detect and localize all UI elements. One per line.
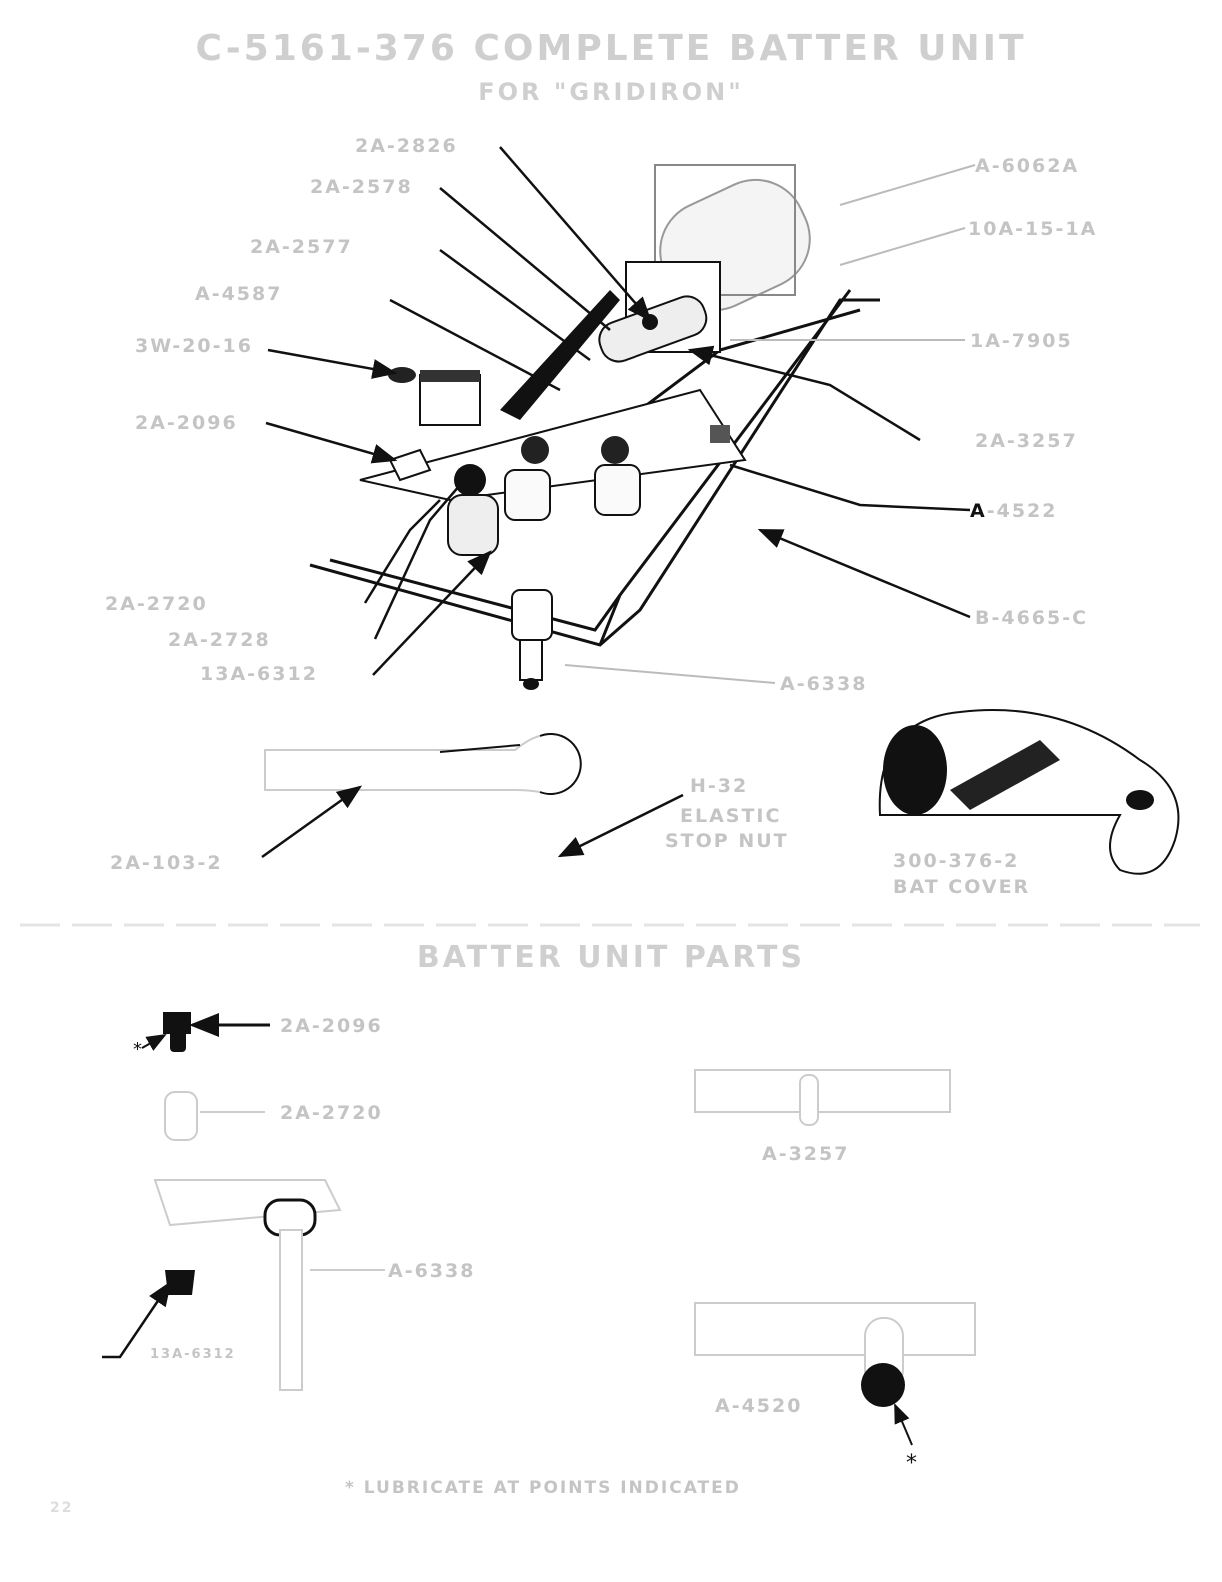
part-label-a-4520: A-4520 — [715, 1395, 803, 1417]
part-bolt: * — [133, 1012, 270, 1060]
label-a-4587: A-4587 — [195, 283, 283, 305]
diagram-subtitle: FOR "GRIDIRON" — [478, 78, 744, 106]
label-2a-3257: 2A-3257 — [975, 430, 1078, 452]
leader-lines — [265, 146, 971, 676]
label-a-4522: A-4522 — [970, 500, 1058, 522]
label-nut-3: STOP NUT — [665, 830, 789, 852]
label-2a-2577: 2A-2577 — [250, 236, 353, 258]
lubrication-asterisk-icon: * — [906, 1451, 917, 1476]
bat-arrow — [261, 785, 363, 859]
bat — [264, 733, 582, 795]
page-number: 22 — [50, 1500, 74, 1516]
shaft — [511, 589, 553, 690]
label-2a-2578: 2A-2578 — [310, 176, 413, 198]
label-13a-6312: 13A-6312 — [200, 663, 318, 685]
nut-arrow — [557, 793, 684, 858]
left-bracket — [388, 367, 481, 426]
faint-leader-lines — [564, 164, 976, 684]
diagram-title: C-5161-376 COMPLETE BATTER UNIT — [195, 28, 1027, 69]
label-suffix: -4522 — [986, 500, 1058, 522]
part-label-13a-6312: 13A-6312 — [150, 1347, 236, 1362]
label-2a-2096: 2A-2096 — [135, 412, 238, 434]
label-cover-1: 300-376-2 — [893, 850, 1020, 872]
label-2a-2728: 2A-2728 — [168, 629, 271, 651]
label-3w-20-16: 3W-20-16 — [135, 335, 253, 357]
label-cover-2: BAT COVER — [893, 876, 1031, 898]
label-1a-7905: 1A-7905 — [970, 330, 1073, 352]
link-arm — [500, 290, 620, 420]
plunger-pin — [642, 314, 658, 330]
label-a-6062a: A-6062A — [975, 155, 1080, 177]
part-label-2a-2096: 2A-2096 — [280, 1015, 383, 1037]
part-bushing — [164, 1091, 265, 1141]
bat-cover — [878, 709, 1180, 875]
bat-plate — [359, 388, 747, 502]
label-10a-15-1a: 10A-15-1A — [968, 218, 1098, 240]
label-a-6338: A-6338 — [780, 673, 868, 695]
part-plate-with-shaft — [153, 1179, 385, 1391]
label-nut-2: ELASTIC — [680, 805, 782, 827]
label-2a-2826: 2A-2826 — [355, 135, 458, 157]
label-2a-2720: 2A-2720 — [105, 593, 208, 615]
lubrication-asterisk-icon: * — [133, 1039, 142, 1060]
part-label-a-6338: A-6338 — [388, 1260, 476, 1282]
part-arm-plate: * — [694, 1302, 976, 1476]
label-bat: 2A-103-2 — [110, 852, 223, 874]
lubrication-note: * LUBRICATE AT POINTS INDICATED — [345, 1478, 741, 1498]
part-label-a-3257: A-3257 — [762, 1143, 850, 1165]
parts-section-title: BATTER UNIT PARTS — [416, 940, 806, 975]
plate-fittings — [388, 425, 730, 556]
label-prefix: A — [970, 500, 987, 522]
part-nut — [102, 1270, 195, 1359]
part-link — [694, 1069, 951, 1126]
part-label-2a-2720: 2A-2720 — [280, 1102, 383, 1124]
label-b-4665-c: B-4665-C — [975, 607, 1089, 629]
label-nut-1: H-32 — [690, 775, 749, 797]
